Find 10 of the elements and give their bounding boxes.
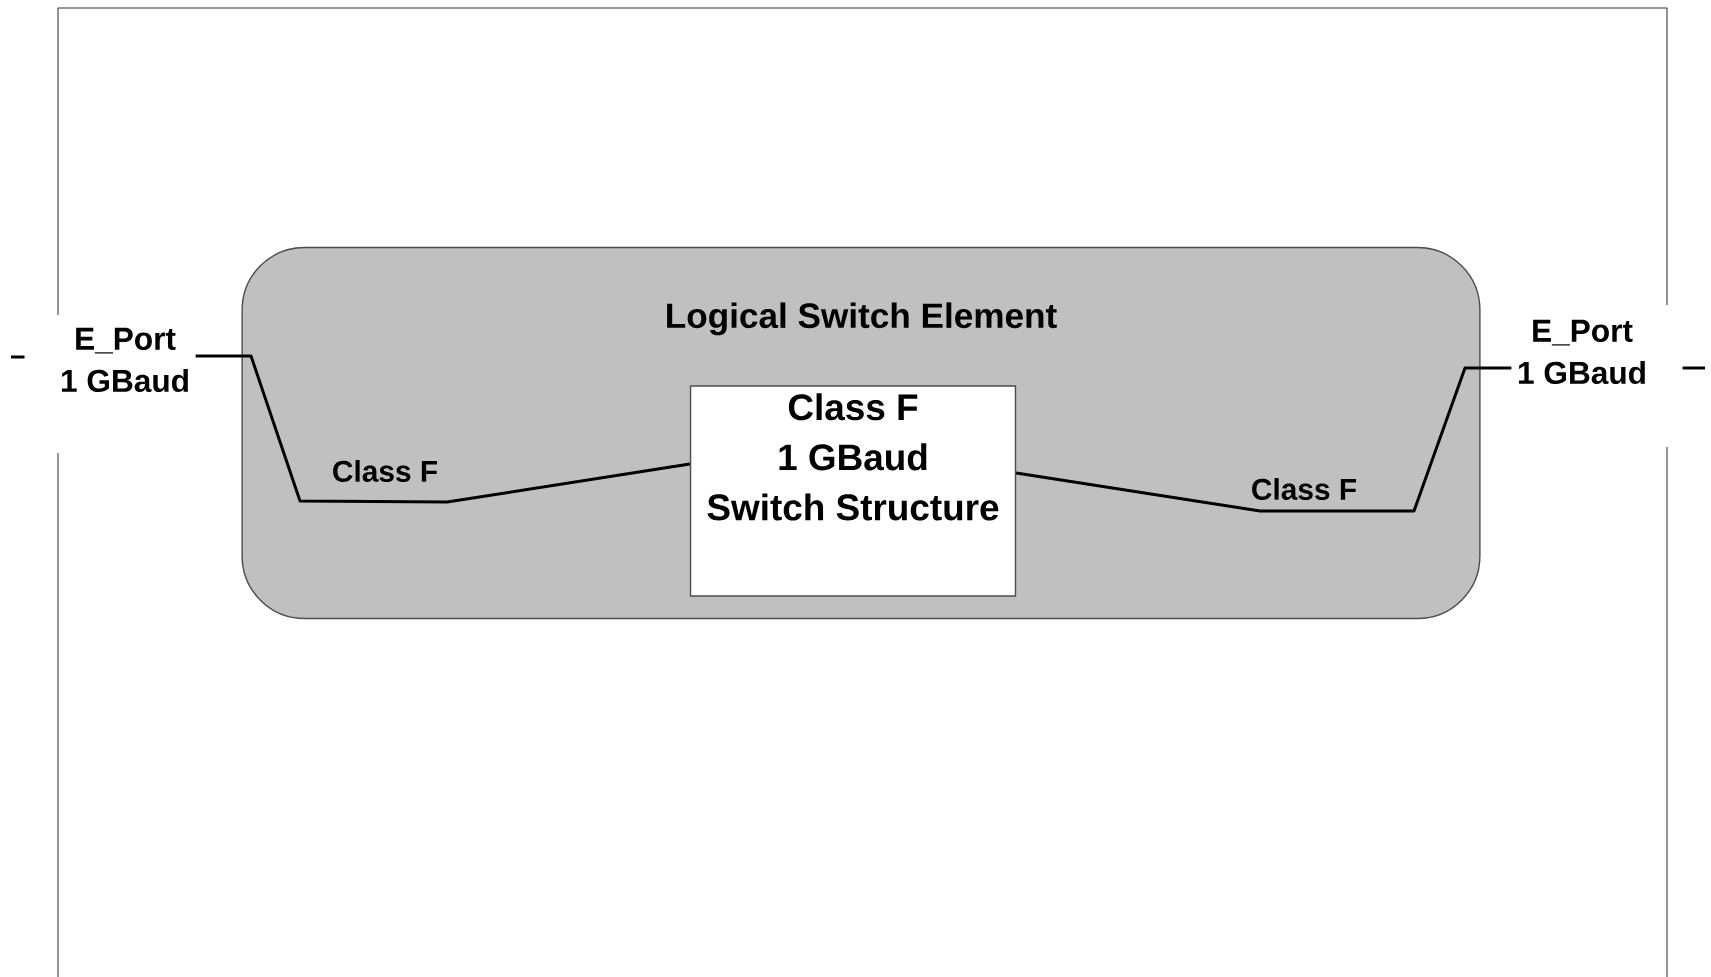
edge-label: Class F [1249, 476, 1359, 502]
edge-label: Class F [330, 458, 440, 484]
switch-box: Class F 1 GBaud Switch Structure [689, 385, 1017, 597]
link-line [1015, 366, 1512, 513]
port-label: E_Port 1 GBaud [1518, 319, 1645, 385]
link-line [11, 355, 25, 359]
panel-title: Logical Switch Element [667, 302, 1057, 336]
port-label: E_Port 1 GBaud [62, 327, 188, 393]
link-line [1682, 366, 1705, 370]
link-line [195, 354, 691, 504]
